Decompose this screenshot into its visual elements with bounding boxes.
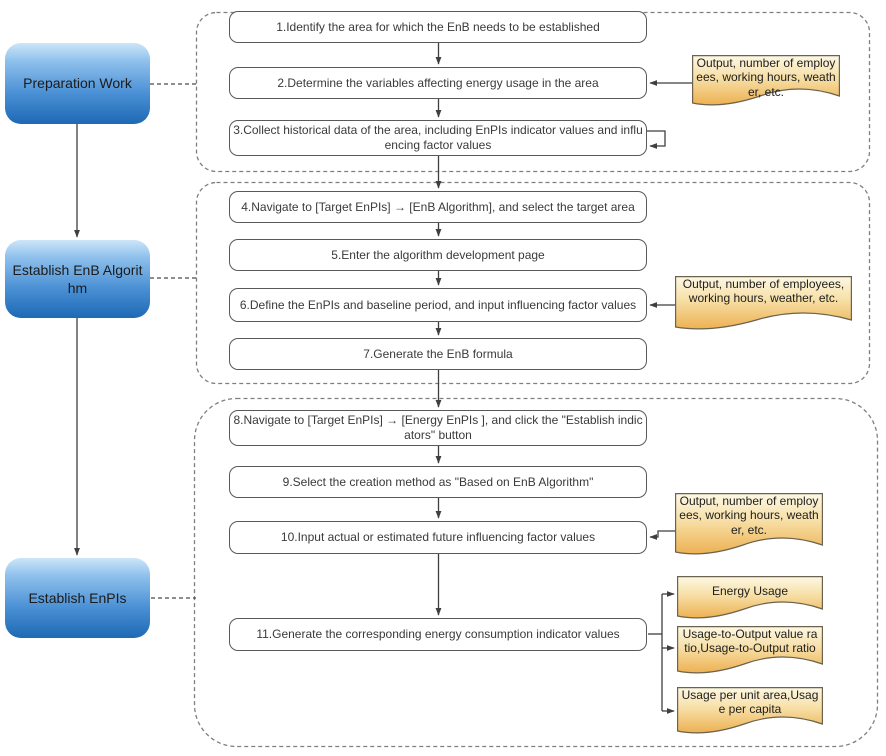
- phase-box-establish-enb-algorithm: Establish EnB Algorithm: [5, 240, 150, 318]
- flow-arrows: [74, 43, 692, 714]
- callout-text: Output, number of employees, working hou…: [679, 494, 819, 537]
- output-doc-usage-per-unit: Usage per unit area,Usage per capita: [677, 687, 823, 736]
- step-label: 4.Navigate to [Target EnPIs] → [EnB Algo…: [241, 199, 635, 214]
- step-box-11: 11.Generate the corresponding energy con…: [229, 618, 647, 651]
- phase-box-preparation-work: Preparation Work: [5, 43, 150, 124]
- document-shape: [692, 55, 840, 106]
- callout-text: Output, number of employees, working hou…: [696, 56, 836, 99]
- phase-label: Preparation Work: [23, 75, 132, 92]
- output-text: Energy Usage: [711, 584, 789, 598]
- document-shape: [677, 626, 823, 674]
- step-box-4: 4.Navigate to [Target EnPIs] → [EnB Algo…: [229, 191, 647, 223]
- phase-box-establish-enpis: Establish EnPIs: [5, 558, 150, 638]
- phase-label: Establish EnPIs: [28, 589, 127, 606]
- step-label: 9.Select the creation method as "Based o…: [282, 474, 594, 489]
- callout-doc-influencing-factors-3: Output, number of employees, working hou…: [675, 493, 823, 557]
- document-shape: [675, 276, 852, 330]
- step-box-6: 6.Define the EnPIs and baseline period, …: [229, 288, 647, 322]
- step-label: 11.Generate the corresponding energy con…: [256, 627, 620, 642]
- step-box-7: 7.Generate the EnB formula: [229, 338, 647, 370]
- document-shape: [677, 576, 823, 619]
- step-box-8: 8.Navigate to [Target EnPIs] → [Energy E…: [229, 410, 647, 446]
- document-shape: [677, 687, 823, 734]
- step-box-3: 3.Collect historical data of the area, i…: [229, 120, 647, 156]
- step-box-5: 5.Enter the algorithm development page: [229, 239, 647, 271]
- step-label: 5.Enter the algorithm development page: [331, 247, 545, 262]
- phase-links: [150, 83, 196, 599]
- phase-label: Establish EnB Algorithm: [12, 261, 143, 296]
- step-label: 8.Navigate to [Target EnPIs] → [Energy E…: [233, 413, 643, 442]
- output-doc-energy-usage: Energy Usage: [677, 576, 823, 621]
- group-border-enb-algorithm: [195, 181, 871, 385]
- step-label: 7.Generate the EnB formula: [363, 346, 513, 361]
- output-text: Usage-to-Output value ratio,Usage-to-Out…: [682, 627, 818, 656]
- step-label: 2.Determine the variables affecting ener…: [277, 75, 599, 90]
- step-box-9: 9.Select the creation method as "Based o…: [229, 466, 647, 498]
- output-text: Usage per unit area,Usage per capita: [681, 688, 819, 717]
- output-doc-usage-to-output-ratio: Usage-to-Output value ratio,Usage-to-Out…: [677, 626, 823, 676]
- step-box-1: 1.Identify the area for which the EnB ne…: [229, 11, 647, 43]
- callout-doc-influencing-factors-2: Output, number of employees, working hou…: [675, 276, 852, 332]
- document-shape: [675, 493, 823, 555]
- step-label: 10.Input actual or estimated future infl…: [280, 530, 596, 545]
- step-label: 6.Define the EnPIs and baseline period, …: [239, 297, 637, 312]
- callout-text: Output, number of employees, working hou…: [682, 277, 845, 306]
- step-label: 3.Collect historical data of the area, i…: [233, 123, 643, 152]
- callout-doc-influencing-factors-1: Output, number of employees, working hou…: [692, 55, 840, 108]
- step-box-2: 2.Determine the variables affecting ener…: [229, 67, 647, 99]
- step-box-10: 10.Input actual or estimated future infl…: [229, 521, 647, 554]
- step-label: 1.Identify the area for which the EnB ne…: [276, 19, 600, 34]
